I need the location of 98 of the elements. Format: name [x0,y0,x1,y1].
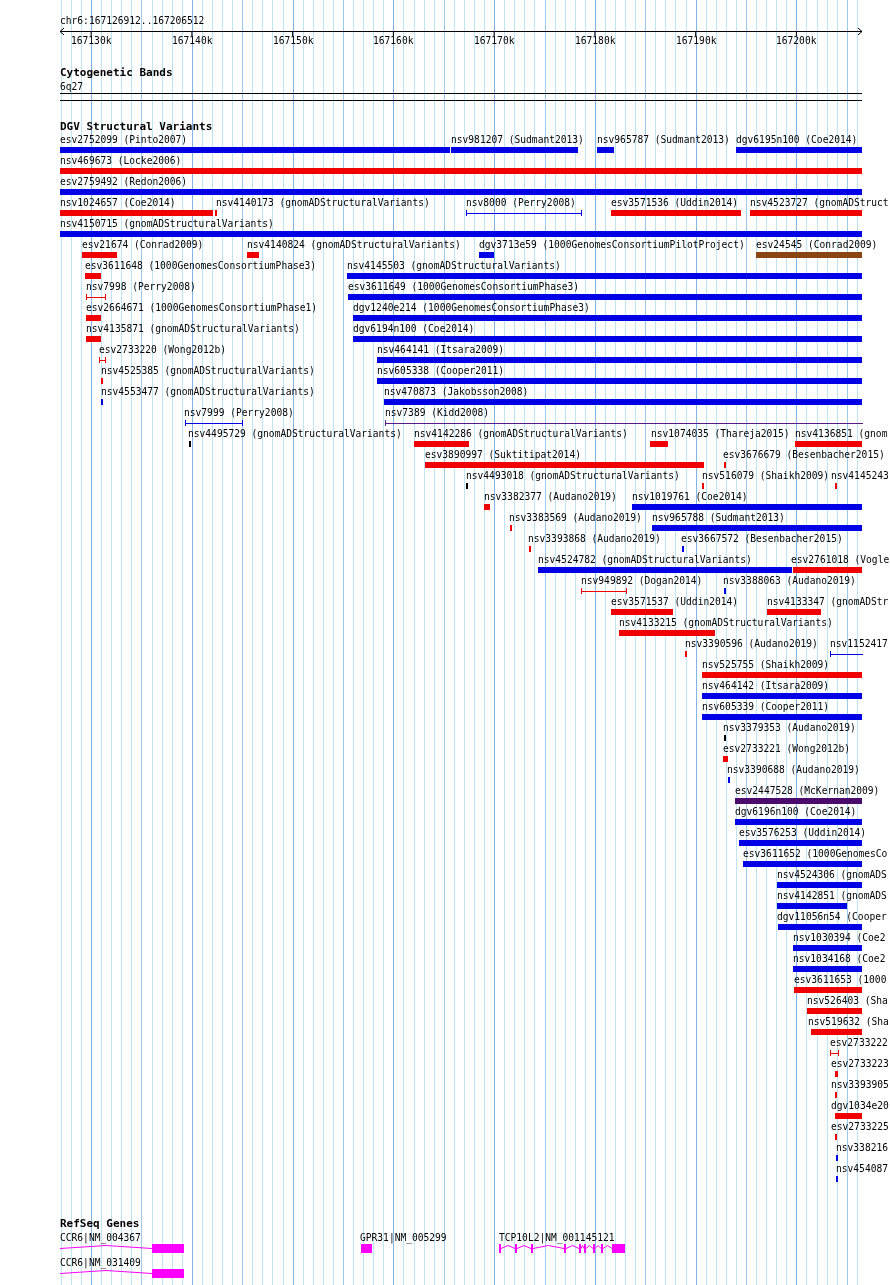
gene-label: CCR6|NM_031409 [60,1257,141,1268]
variant-label: nsv526403 (Sha [807,995,888,1006]
variant-label: nsv1074035 (Thareja2015) [651,428,790,439]
variant-label: nsv965788 (Sudmant2013) [652,512,785,523]
variant-label: dgv6196n100 (Coe2014) [735,806,857,817]
variant-label: nsv4145243 [831,470,889,481]
variant-label: esv3611652 (1000GenomesCo [743,848,888,859]
variant-label: nsv3393868 (Audano2019) [528,533,661,544]
variant-label: nsv525755 (Shaikh2009) [702,659,830,670]
gene-label: CCR6|NM_004367 [60,1232,141,1243]
variant-label: nsv4493018 (gnomADStructuralVariants) [466,470,680,481]
variant-label: nsv4133215 (gnomADStructuralVariants) [619,617,833,628]
variant-label: nsv464142 (Itsara2009) [702,680,830,691]
tick-label: 167200k [776,35,817,46]
gene-label: GPR31|NM_005299 [360,1232,447,1243]
variant-label: nsv981207 (Sudmant2013) [451,134,584,145]
variant-label: nsv4142286 (gnomADStructuralVariants) [414,428,628,439]
variant-label: esv3890997 (Suktitipat2014) [425,449,581,460]
variant-label: nsv4135871 (gnomADStructuralVariants) [86,323,300,334]
variant-label: esv3611648 (1000GenomesConsortiumPhase3) [85,260,317,271]
variant-label: nsv4525385 (gnomADStructuralVariants) [101,365,315,376]
variant-label: nsv965787 (Sudmant2013) [597,134,730,145]
variant-label: nsv4524782 (gnomADStructuralVariants) [538,554,752,565]
variant-label: nsv3379353 (Audano2019) [723,722,856,733]
variant-label: nsv3382377 (Audano2019) [484,491,617,502]
tick-label: 167180k [575,35,616,46]
variant-label: esv24545 (Conrad2009) [756,239,878,250]
variant-label: esv3576253 (Uddin2014) [739,827,867,838]
variant-label: esv2447528 (McKernan2009) [735,785,880,796]
track-title: Cytogenetic Bands [60,67,173,79]
variant-label: esv2733225 [831,1121,889,1132]
tick-label: 167170k [474,35,515,46]
variant-label: nsv4145503 (gnomADStructuralVariants) [347,260,561,271]
variant-label: esv2733221 (Wong2012b) [723,743,851,754]
variant-label: nsv516079 (Shaikh2009) [702,470,830,481]
variant-label: nsv3388063 (Audano2019) [723,575,856,586]
variant-label: nsv4133347 (gnomADStr [767,596,889,607]
variant-label: nsv338216 [836,1142,888,1153]
variant-label: nsv1152417 [830,638,888,649]
variant-label: esv21674 (Conrad2009) [82,239,204,250]
variant-label: nsv4524306 (gnomADS [777,869,887,880]
track-title: RefSeq Genes [60,1218,140,1230]
variant-label: nsv4150715 (gnomADStructuralVariants) [60,218,274,229]
variant-label: esv3667572 (Besenbacher2015) [681,533,843,544]
variant-label: dgv6194n100 (Coe2014) [353,323,475,334]
variant-label: dgv1034e20 [831,1100,889,1111]
variant-label: nsv7998 (Perry2008) [86,281,196,292]
variant-label: dgv1240e214 (1000GenomesConsortiumPhase3) [353,302,590,313]
variant-label: nsv464141 (Itsara2009) [377,344,505,355]
variant-label: nsv7999 (Perry2008) [184,407,294,418]
variant-label: nsv4553477 (gnomADStructuralVariants) [101,386,315,397]
variant-label: nsv1034168 (Coe2 [793,953,886,964]
tick-label: 167190k [676,35,717,46]
variant-label: nsv7389 (Kidd2008) [385,407,489,418]
variant-label: nsv1024657 (Coe2014) [60,197,176,208]
variant-label: nsv949892 (Dogan2014) [581,575,703,586]
variant-label: nsv605338 (Cooper2011) [377,365,505,376]
variant-label: nsv4136851 (gnom [795,428,888,439]
variant-label: nsv469673 (Locke2006) [60,155,182,166]
variant-label: nsv605339 (Cooper2011) [702,701,830,712]
variant-label: esv3611653 (1000 [794,974,887,985]
variant-label: nsv4140173 (gnomADStructuralVariants) [216,197,430,208]
variant-label: esv3676679 (Besenbacher2015) [723,449,885,460]
variant-label: nsv470873 (Jakobsson2008) [384,386,529,397]
variant-label: nsv1019761 (Coe2014) [632,491,748,502]
variant-label: nsv4523727 (gnomADStruct [750,197,889,208]
variant-label: esv2664671 (1000GenomesConsortiumPhase1) [86,302,318,313]
variant-label: esv3571536 (Uddin2014) [611,197,739,208]
tick-label: 167140k [172,35,213,46]
variant-label: nsv3390596 (Audano2019) [685,638,818,649]
variant-label: esv2733220 (Wong2012b) [99,344,227,355]
variant-label: nsv4495729 (gnomADStructuralVariants) [188,428,402,439]
variant-label: dgv11056n54 (Cooper [777,911,887,922]
variant-label: esv2759492 (Redon2006) [60,176,188,187]
band-label: 6q27 [60,81,84,92]
variant-label: nsv4142851 (gnomADS [777,890,887,901]
variant-label: dgv3713e59 (1000GenomesConsortiumPilotProject) [479,239,745,250]
variant-label: nsv3383569 (Audano2019) [509,512,642,523]
tick-label: 167150k [273,35,314,46]
variant-label: esv2733222 [830,1037,888,1048]
variant-label: nsv454087 [836,1163,888,1174]
gene-label: TCP10L2|NM_001145121 [499,1232,615,1243]
variant-label: esv2761018 (Vogle [791,554,890,565]
variant-label: nsv519632 (Sha [808,1016,889,1027]
position-label: chr6:167126912..167206512 [60,15,205,26]
variant-label: esv2733223 [831,1058,889,1069]
variant-label: nsv4140824 (gnomADStructuralVariants) [247,239,461,250]
tick-label: 167130k [71,35,112,46]
track-title: DGV Structural Variants [60,121,213,133]
variant-label: esv3611649 (1000GenomesConsortiumPhase3) [348,281,580,292]
variant-label: nsv1030394 (Coe2 [793,932,886,943]
tick-label: 167160k [373,35,414,46]
variant-label: nsv3393905 [831,1079,889,1090]
variant-label: nsv8000 (Perry2008) [466,197,576,208]
variant-label: esv2752099 (Pinto2007) [60,134,188,145]
variant-label: esv3571537 (Uddin2014) [611,596,739,607]
variant-label: nsv3390688 (Audano2019) [727,764,860,775]
variant-label: dgv6195n100 (Coe2014) [736,134,858,145]
